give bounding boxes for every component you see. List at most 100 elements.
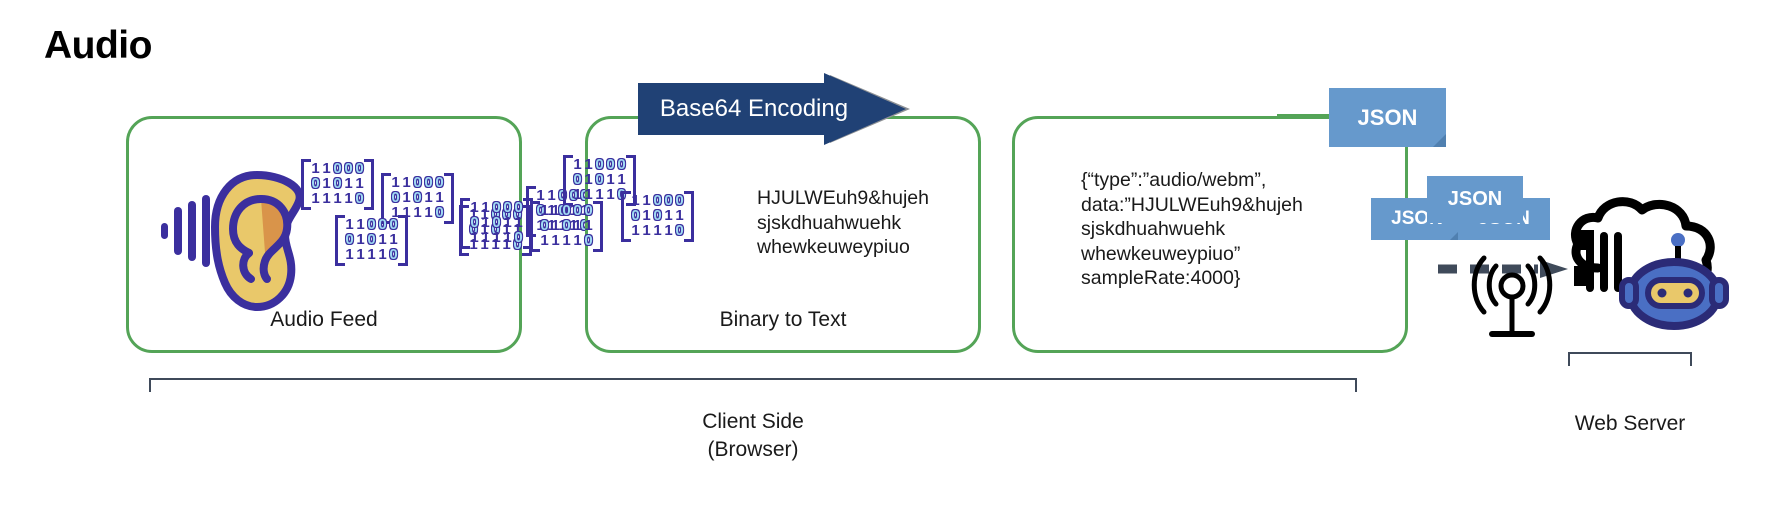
binary-bit: 1 xyxy=(642,192,651,209)
binary-bit: 0 xyxy=(562,202,571,219)
binary-bit: 1 xyxy=(584,156,593,173)
binary-bit: 0 xyxy=(435,174,444,191)
binary-bit: 0 xyxy=(569,187,578,204)
binary-bit: 0 xyxy=(536,202,545,219)
binary-bit: 0 xyxy=(333,160,342,177)
binary-bit: 0 xyxy=(595,171,604,188)
caption-client-side: Client Side (Browser) xyxy=(702,410,804,461)
binary-bit: 1 xyxy=(480,221,489,238)
binary-bit: 1 xyxy=(664,207,673,224)
binary-bit: 1 xyxy=(579,203,590,219)
binary-bit: 1 xyxy=(413,204,422,221)
binary-bit: 0 xyxy=(367,216,376,233)
binary-bit: 1 xyxy=(470,229,479,246)
binary-bit: 0 xyxy=(573,171,582,188)
binary-bit: 1 xyxy=(540,202,549,219)
binary-bit: 1 xyxy=(502,236,511,253)
binary-bit: 0 xyxy=(664,192,673,209)
binary-bit: 1 xyxy=(631,222,640,239)
binary-bit: 1 xyxy=(402,174,411,191)
binary-bit: 1 xyxy=(344,190,353,207)
binary-bit: 1 xyxy=(573,156,582,173)
binary-bit: 1 xyxy=(356,231,365,248)
binary-bit: 0 xyxy=(584,202,593,219)
binary-bit: 1 xyxy=(562,232,571,249)
binary-bit: 1 xyxy=(606,171,615,188)
binary-bit: 0 xyxy=(579,188,590,204)
binary-bit: 1 xyxy=(514,214,523,231)
binary-bit: 1 xyxy=(513,221,522,238)
binary-bit: 1 xyxy=(356,216,365,233)
binary-bit: 1 xyxy=(502,221,511,238)
binary-bit: 0 xyxy=(424,174,433,191)
base64-encoding-arrow: Base64 Encoding xyxy=(638,73,914,145)
binary-bit: 0 xyxy=(513,206,522,223)
binary-bit: 0 xyxy=(470,214,479,231)
binary-bit: 0 xyxy=(606,156,615,173)
cloud-server-robot-icon xyxy=(1571,197,1729,330)
binary-bit: 0 xyxy=(631,207,640,224)
binary-bit: 0 xyxy=(579,218,590,234)
binary-bit: 0 xyxy=(355,160,364,177)
binary-bit: 1 xyxy=(573,186,582,203)
binary-bit: 1 xyxy=(540,232,549,249)
binary-bit: 1 xyxy=(558,217,567,234)
binary-bit: 0 xyxy=(558,202,567,219)
binary-bit: 1 xyxy=(391,204,400,221)
binary-bit: 0 xyxy=(562,217,571,234)
binary-bit: 1 xyxy=(551,232,560,249)
binary-bit: 1 xyxy=(491,236,500,253)
binary-bit: 1 xyxy=(391,174,400,191)
binary-bit: 0 xyxy=(595,156,604,173)
binary-bit: 0 xyxy=(413,174,422,191)
binary-bit: 0 xyxy=(675,222,684,239)
binary-bit: 1 xyxy=(402,189,411,206)
binary-bit: 1 xyxy=(435,189,444,206)
binary-bit: 1 xyxy=(584,217,593,234)
binary-bit: 1 xyxy=(584,171,593,188)
binary-bit: 1 xyxy=(631,192,640,209)
bracket-client-side xyxy=(149,378,1357,392)
binary-bit: 0 xyxy=(389,246,398,263)
binary-bit: 1 xyxy=(480,236,489,253)
binary-bit: 0 xyxy=(558,187,567,204)
binary-bit: 0 xyxy=(333,175,342,192)
binary-bit: 1 xyxy=(402,204,411,221)
binary-bit: 0 xyxy=(492,199,501,216)
binary-bit: 1 xyxy=(664,222,673,239)
binary-bit: 1 xyxy=(642,207,651,224)
binary-bit: 1 xyxy=(503,214,512,231)
binary-bit: 0 xyxy=(514,229,523,246)
json-tag-label: JSON xyxy=(1447,188,1503,210)
panel-label-audio-feed: Audio Feed xyxy=(270,308,378,331)
binary-bit: 0 xyxy=(367,231,376,248)
binary-bit: 1 xyxy=(322,190,331,207)
binary-bit: 0 xyxy=(503,199,512,216)
binary-bit: 0 xyxy=(378,216,387,233)
